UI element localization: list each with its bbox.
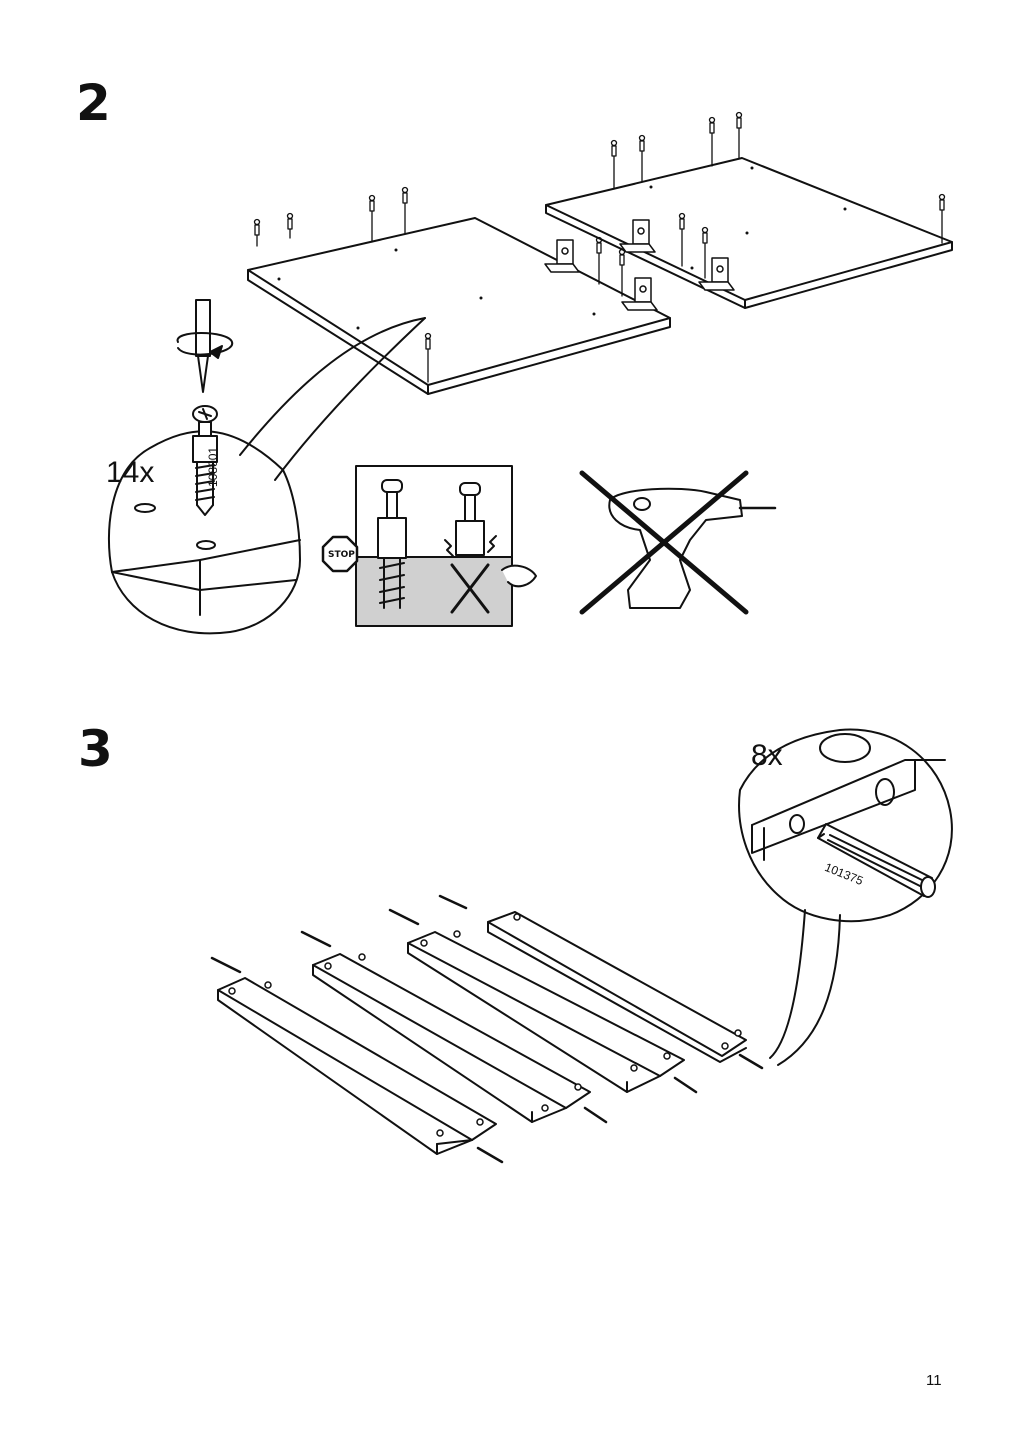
dowel-detail-callout xyxy=(738,728,953,1066)
step-3-number: 3 xyxy=(78,720,113,778)
overtighten-warning-panel xyxy=(355,465,537,627)
left-panel xyxy=(247,217,671,395)
step-2-quantity: 14x xyxy=(106,456,155,489)
step-2-part-number: 108001 xyxy=(206,446,220,487)
screw-detail-callout xyxy=(107,317,426,635)
board-3 xyxy=(407,931,685,1093)
screwdriver-rotation-icon xyxy=(176,299,234,393)
step-3-quantity: 8x xyxy=(751,739,783,772)
no-power-drill-icon xyxy=(579,470,777,615)
dowels xyxy=(210,894,764,1164)
page-number: 11 xyxy=(926,1372,942,1389)
stop-sign-icon xyxy=(321,535,359,573)
step-3-part-number: 101375 xyxy=(822,860,866,888)
board-2 xyxy=(312,953,591,1123)
stop-sign-label: STOP xyxy=(328,550,355,560)
cam-screws xyxy=(253,111,946,383)
step-2-illustration: STOP xyxy=(107,111,953,635)
board-4 xyxy=(487,911,747,1063)
board-1 xyxy=(217,977,497,1155)
wooden-dowel-icon xyxy=(817,823,936,898)
metal-bracket xyxy=(544,219,735,311)
cam-lock-screw-icon xyxy=(192,405,218,516)
right-panel xyxy=(545,157,953,309)
step-2-number: 2 xyxy=(76,74,111,132)
panel-holes xyxy=(277,166,847,330)
